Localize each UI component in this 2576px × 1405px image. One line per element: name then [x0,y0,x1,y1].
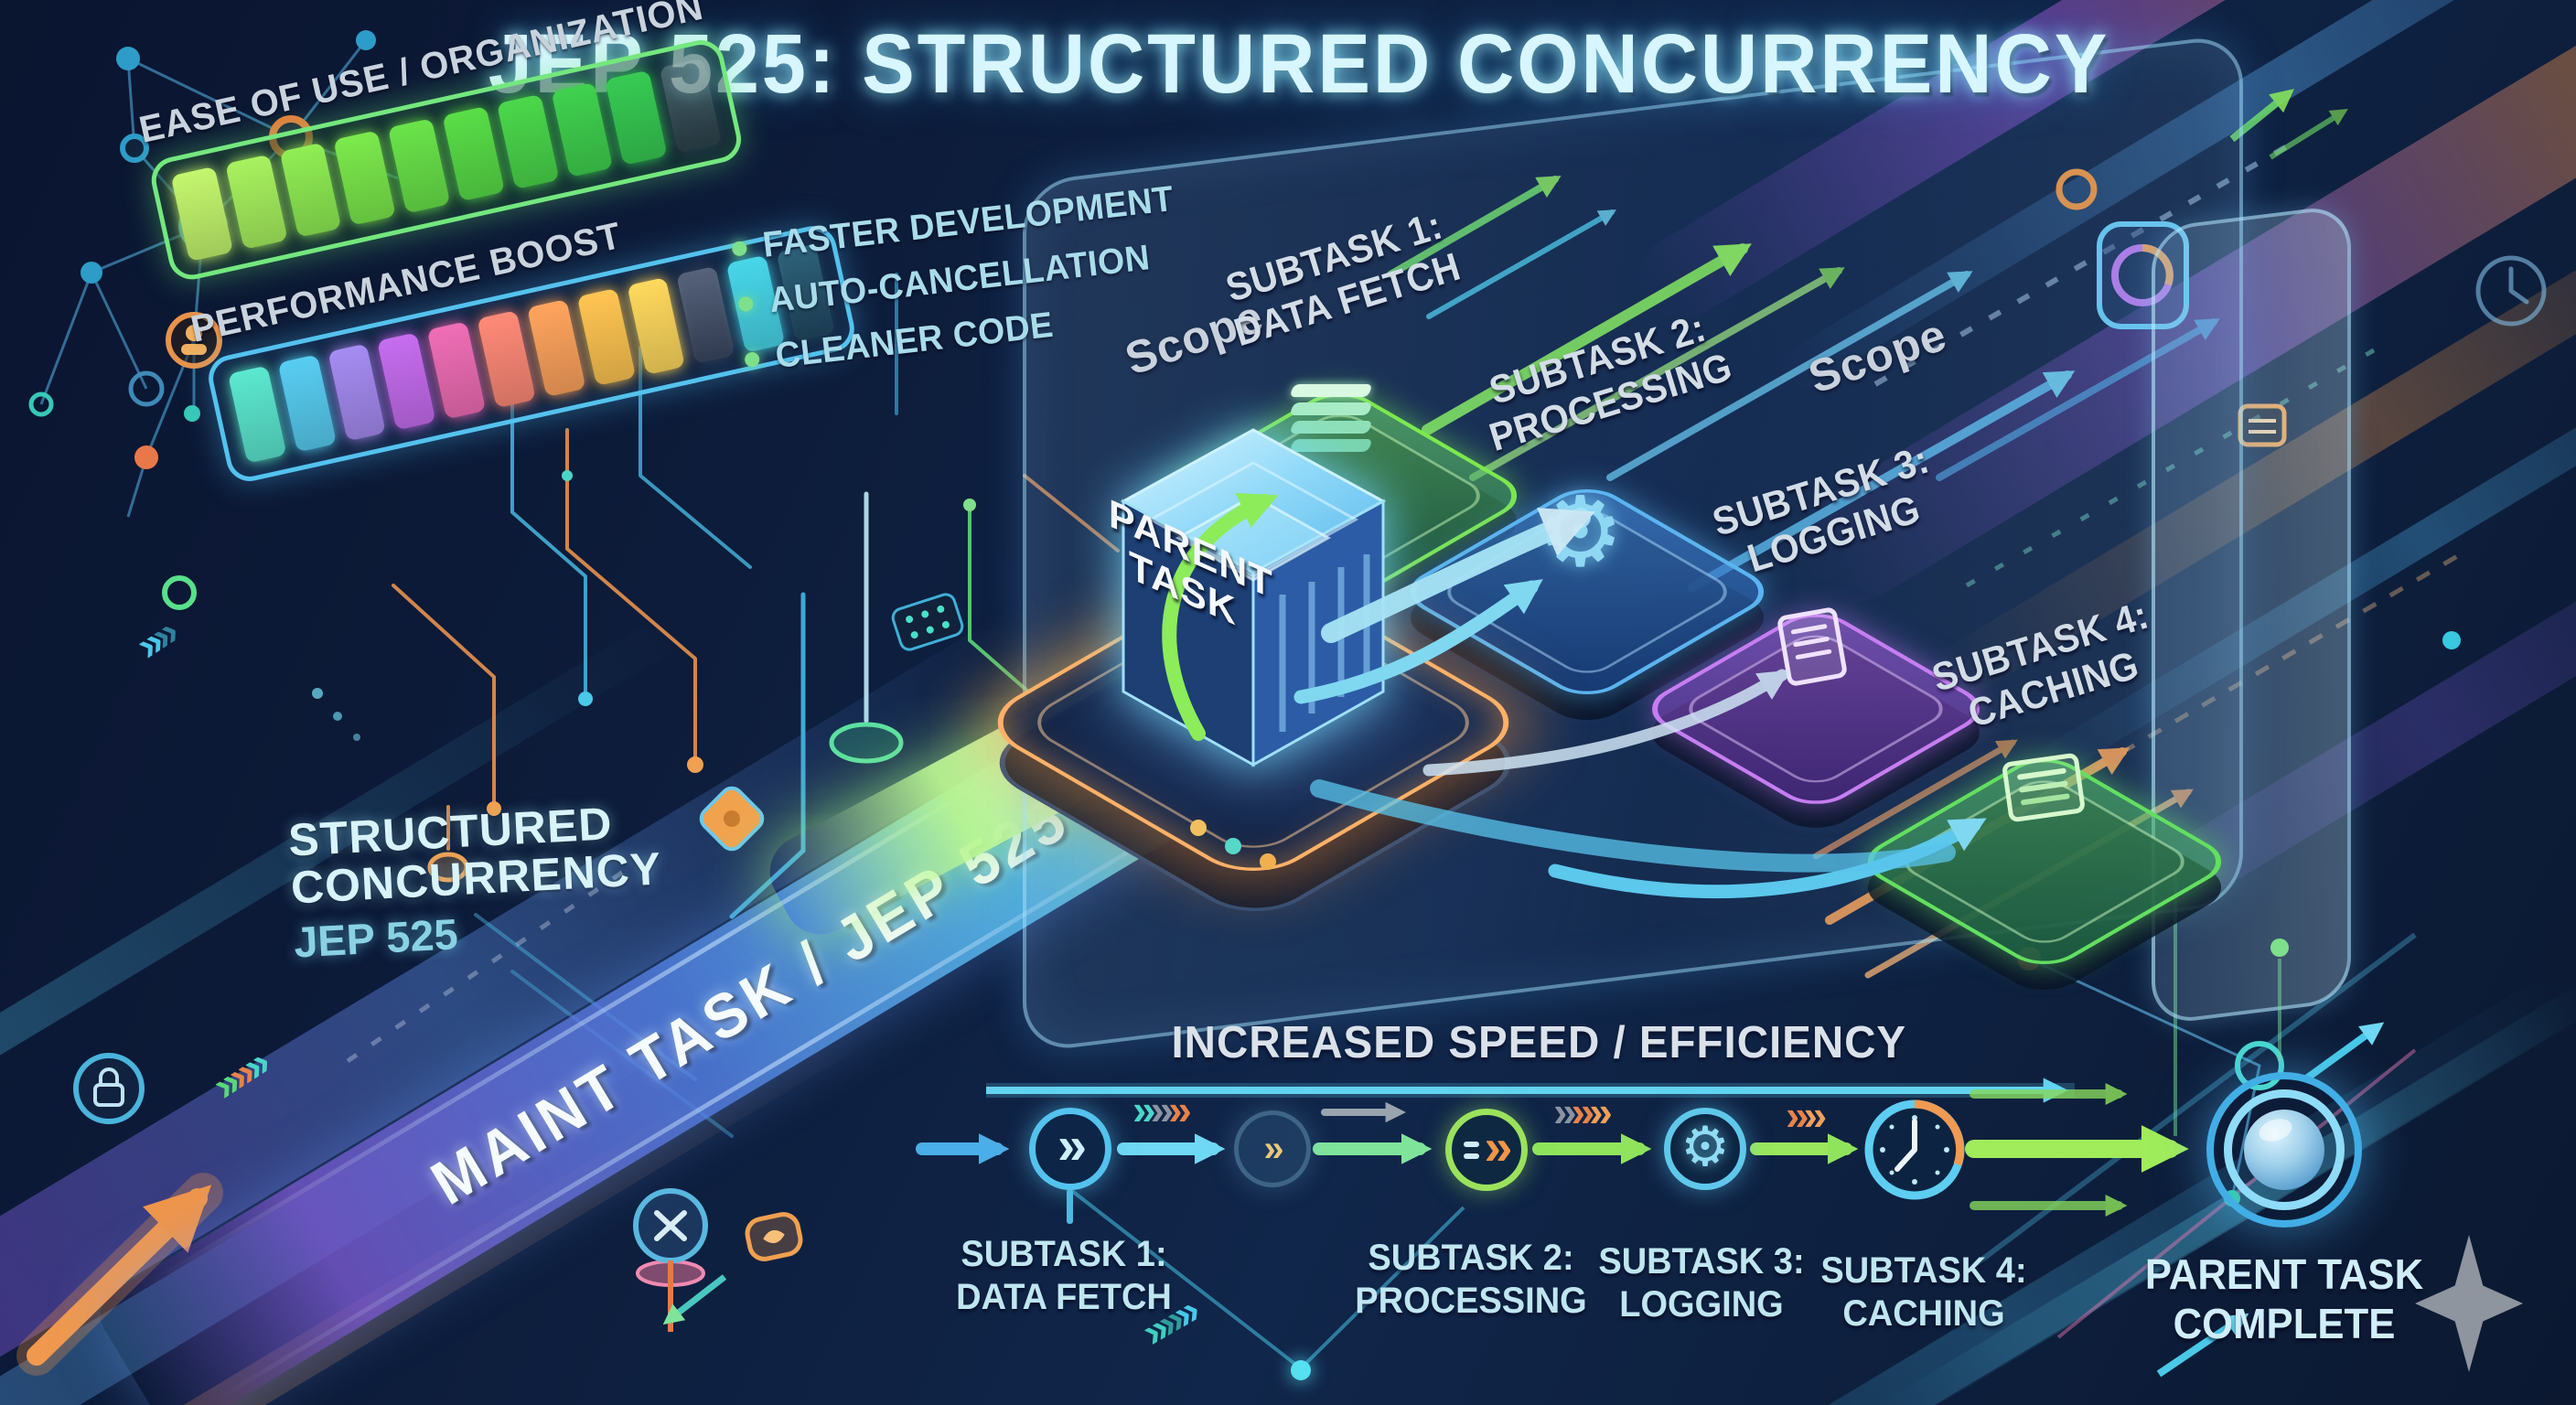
gauge-segment [496,93,560,190]
clock-outline-icon [2475,255,2547,327]
chevron-accent: »»» [1553,1088,1613,1135]
layers-icon [1289,384,1373,452]
milestone-ghost: » [1234,1110,1311,1187]
gauge-segment [224,154,288,250]
page-title: JEP 525: STRUCTURED CONCURRENCY [488,17,2110,111]
gauge-segment [279,142,342,238]
leaf-icon [745,1212,803,1261]
chip-icon [699,786,765,852]
chevron-accent: »»» [203,1040,275,1110]
lock-icon [73,1053,145,1124]
gauge-segment [477,310,536,409]
gauge-segment [526,299,586,398]
fast-forward-icon: » [1057,1115,1087,1175]
gauge-segment [605,70,668,166]
milestone-datafetch: » [1029,1108,1111,1190]
gauge-segment [676,265,735,364]
server-icon [2001,752,2087,823]
chevron-icon: » [1263,1128,1283,1169]
keypad-icon [891,593,964,651]
gauge-segment [576,287,636,387]
chevron-accent: »» [1786,1091,1827,1139]
gauge-segment [551,81,614,177]
gauge-segment [442,106,505,202]
milestone-processing: » [1445,1109,1528,1191]
gauge-segment [333,130,397,226]
gauge-segment [426,321,487,420]
bullet-dot-icon [744,351,761,368]
gauge-segment [277,354,337,453]
side-title: STRUCTURED CONCURRENCY JEP 525 [286,798,663,967]
chevron-accent: »»» [1132,1086,1192,1133]
bullet-dot-icon [737,295,755,313]
down-left-arrow [662,1274,727,1325]
chevron-accent: »» [127,609,184,670]
lines-icon [1464,1135,1480,1165]
gauge-segment [227,365,287,464]
timeline-heading: INCREASED SPEED / EFFICIENCY [1171,1018,1907,1067]
timeline-label-processing: SUBTASK 2: PROCESSING [1355,1238,1587,1322]
target-icon [2206,1072,2362,1228]
document-icon [1776,606,1849,688]
bullet-dot-icon [731,240,748,257]
cancel-icon [633,1188,708,1332]
timeline-label-complete: PARENT TASK COMPLETE [2144,1250,2424,1348]
gauge-segment [377,332,436,431]
clock-icon [1864,1099,1965,1200]
timeline-label-logging: SUBTASK 3: LOGGING [1598,1241,1805,1325]
gauge-segment [170,166,233,263]
arrow-right-icon: » [1484,1117,1512,1175]
milestone-logging: ⚙ [1664,1108,1746,1190]
timeline-label-caching: SUBTASK 4: CACHING [1820,1250,2027,1335]
timeline-label-datafetch: SUBTASK 1: DATA FETCH [956,1234,1172,1318]
gear-icon: ⚙ [1537,478,1625,586]
gauge-segment [327,343,387,442]
gauge-segment [388,118,451,214]
gauge-segment [659,58,723,154]
milestone-stem [1067,1189,1073,1224]
gauge-segment [626,276,686,375]
gear-icon: ⚙ [1680,1116,1730,1177]
